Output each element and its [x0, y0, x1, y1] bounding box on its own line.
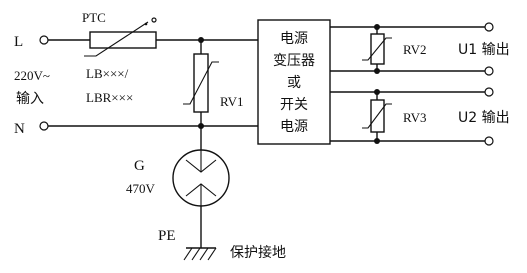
- power-block-line-2: 变压器: [273, 53, 315, 69]
- u1-terminal-top: [484, 22, 494, 32]
- rv1-varistor: [183, 53, 219, 113]
- line-label: L: [14, 34, 23, 50]
- gas-discharge-tube: [172, 149, 230, 207]
- power-block-line-5: 电源: [280, 119, 308, 135]
- power-supply-block: [257, 19, 331, 145]
- power-block-line-1: 电源: [280, 31, 308, 47]
- u2-terminal-top: [484, 87, 494, 97]
- u2-output-label: U2 输出: [458, 110, 510, 126]
- rv1-label: RV1: [220, 94, 244, 109]
- input-label: 输入: [16, 91, 44, 107]
- power-block-line-4: 开关: [280, 97, 308, 113]
- ground-icon: [183, 247, 217, 261]
- rv2-varistor: [362, 33, 392, 65]
- input-voltage-label: 220V~: [14, 68, 50, 83]
- ground-label: 保护接地: [230, 244, 286, 261]
- rv3-label: RV3: [403, 110, 427, 125]
- gdt-voltage-label: 470V: [126, 181, 156, 196]
- rv2-label: RV2: [403, 42, 427, 57]
- line-terminal: [39, 35, 49, 45]
- ptc-thermistor: [84, 17, 157, 57]
- power-block-line-3: 或: [287, 75, 301, 91]
- neutral-terminal: [39, 121, 49, 131]
- gdt-label: G: [134, 158, 145, 174]
- rv3-varistor: [362, 99, 392, 133]
- ptc-model-1: LB×××/: [86, 66, 129, 81]
- u1-output-label: U1 输出: [458, 42, 510, 58]
- neutral-label: N: [14, 121, 25, 137]
- u2-terminal-bottom: [484, 136, 494, 146]
- ptc-model-2: LBR×××: [86, 90, 133, 105]
- ptc-label: PTC: [82, 10, 106, 25]
- pe-label: PE: [158, 228, 176, 244]
- u1-terminal-bottom: [484, 66, 494, 76]
